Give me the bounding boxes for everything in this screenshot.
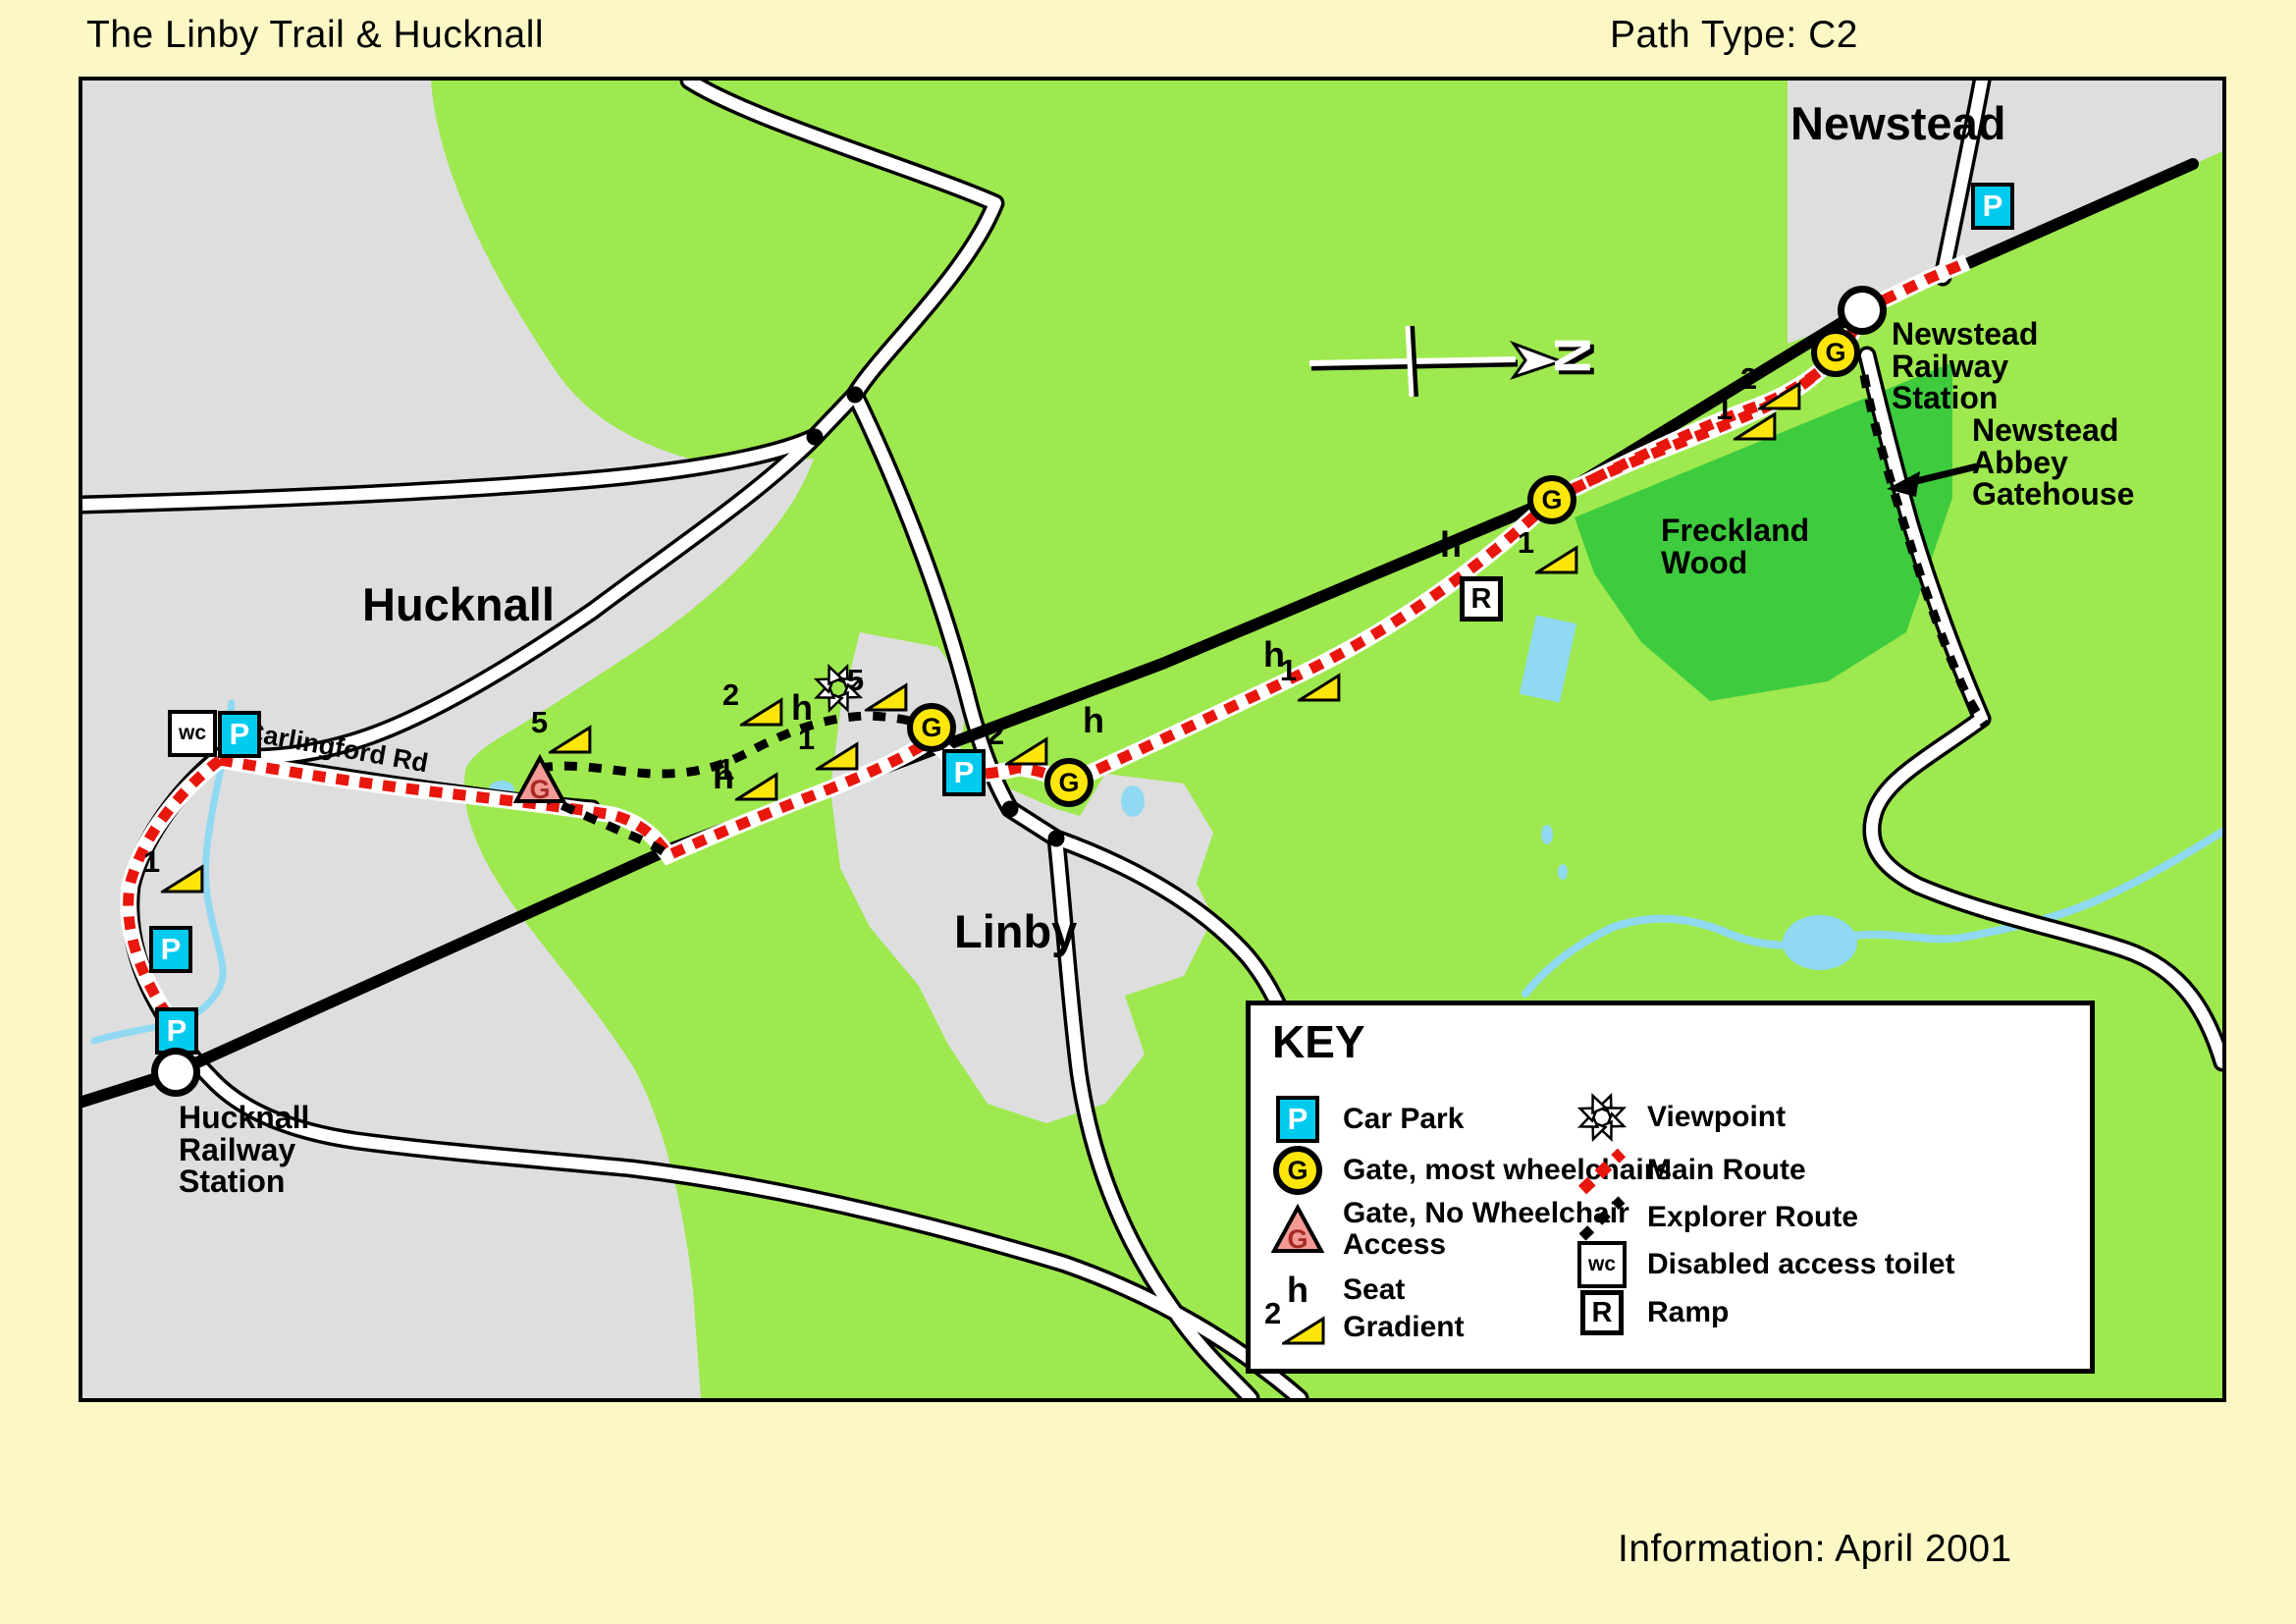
junction-dot-marker xyxy=(1047,830,1065,847)
viewpoint-marker xyxy=(813,663,864,714)
gradient-marker: 1 xyxy=(718,752,778,801)
gate-marker: G xyxy=(1811,328,1860,377)
map-key: KEY P Car Park G Gate, most wheelchairs … xyxy=(1246,1001,2095,1374)
linby-east-urban-area xyxy=(1076,774,1213,911)
gradient-marker: 1 xyxy=(1280,653,1341,702)
stream-hucknall xyxy=(90,699,236,1045)
gradient-marker: 1 xyxy=(143,844,204,893)
place-label-newstead: Newstead xyxy=(1790,97,2006,149)
station-label-newstead: Newstead Railway Station xyxy=(1892,316,2039,416)
seat-icon: h xyxy=(1287,1270,1308,1310)
gate-marker: G xyxy=(907,703,956,752)
hucknall-urban-area xyxy=(82,81,814,1398)
key-item-main-route: Main Route xyxy=(1575,1145,1806,1196)
ramp-icon: R xyxy=(1580,1290,1624,1335)
car-park-marker: P xyxy=(149,926,192,973)
info-date-label: Information: April 2001 xyxy=(1618,1528,2012,1570)
station-label-hucknall: Hucknall Railway Station xyxy=(179,1100,310,1200)
station-circle-marker xyxy=(151,1048,200,1097)
pond xyxy=(1519,615,1577,703)
gradient-marker: 1 xyxy=(1716,392,1777,441)
pond xyxy=(1783,915,1857,970)
car-park-icon: P xyxy=(1276,1096,1319,1143)
car-park-marker: P xyxy=(218,711,261,758)
pond xyxy=(1121,785,1145,817)
pond xyxy=(1558,864,1568,880)
junction-dot-marker xyxy=(806,428,824,446)
junction-dot-marker xyxy=(846,386,864,404)
path-type-label: Path Type: C2 xyxy=(1610,14,1858,56)
main-route-icon xyxy=(1575,1145,1629,1196)
gradient-marker: 2 xyxy=(722,677,783,727)
seat-marker: h xyxy=(1263,634,1285,675)
gradient-icon: 2 xyxy=(1264,1296,1325,1345)
key-item-gradient: 2 Gradient xyxy=(1264,1296,1465,1345)
station-circle-marker xyxy=(1838,286,1887,335)
gate-marker: G xyxy=(1044,758,1094,807)
map-graphics xyxy=(82,81,2222,1398)
seat-marker: h xyxy=(1440,524,1462,565)
junction-dot-marker xyxy=(1001,800,1019,818)
gradient-marker: 1 xyxy=(1518,525,1578,574)
place-label-freckland-wood: Freckland Wood xyxy=(1661,513,1810,580)
explorer-route xyxy=(538,374,1989,859)
key-item-seat: h Seat xyxy=(1287,1270,1406,1310)
car-park-marker: P xyxy=(155,1007,198,1055)
place-label-linby: Linby xyxy=(954,905,1078,957)
key-item-disabled-toilet: wc Disabled access toilet xyxy=(1575,1241,1954,1288)
gatehouse-arrow xyxy=(1887,462,1978,497)
gradient-marker: 2 xyxy=(988,717,1048,766)
wc-icon: wc xyxy=(1577,1241,1627,1288)
viewpoint-icon xyxy=(1576,1092,1628,1143)
car-park-marker: P xyxy=(1971,183,2014,230)
page-title: The Linby Trail & Hucknall xyxy=(86,14,545,56)
gradient-marker: 5 xyxy=(531,705,592,754)
pond xyxy=(1541,825,1553,844)
seat-marker: h xyxy=(713,756,734,796)
key-item-ramp: R Ramp xyxy=(1575,1290,1729,1335)
key-item-explorer-route: Explorer Route xyxy=(1575,1192,1858,1243)
north-arrow xyxy=(1308,325,1566,398)
car-park-marker: P xyxy=(942,749,986,796)
gradient-marker: 5 xyxy=(847,663,908,712)
place-label-hucknall: Hucknall xyxy=(362,578,555,630)
seat-marker: h xyxy=(1083,700,1104,740)
gate-marker: G xyxy=(1527,475,1576,524)
freckland-wood-area xyxy=(1575,362,1952,701)
gradient-marker: 2 xyxy=(1740,361,1801,410)
seat-marker: h xyxy=(791,687,813,728)
key-item-viewpoint: Viewpoint xyxy=(1575,1092,1786,1143)
wc-marker: wc xyxy=(168,710,217,757)
north-letter: N xyxy=(1542,337,1600,374)
ramp-marker: R xyxy=(1460,576,1503,622)
explorer-route-icon xyxy=(1575,1192,1629,1243)
key-title: KEY xyxy=(1272,1016,1365,1067)
gate-no-wheelchair-icon: G xyxy=(1270,1203,1325,1255)
label-newstead-abbey-gatehouse: Newstead Abbey Gatehouse xyxy=(1972,412,2135,513)
gradient-marker: 1 xyxy=(798,722,859,771)
gate-icon: G xyxy=(1273,1146,1322,1195)
trail-map: Hucknall Linby Newstead Freckland Wood C… xyxy=(79,77,2226,1402)
gate-no-wheelchair-marker: G xyxy=(512,753,567,805)
key-item-car-park: P Car Park xyxy=(1270,1096,1464,1143)
